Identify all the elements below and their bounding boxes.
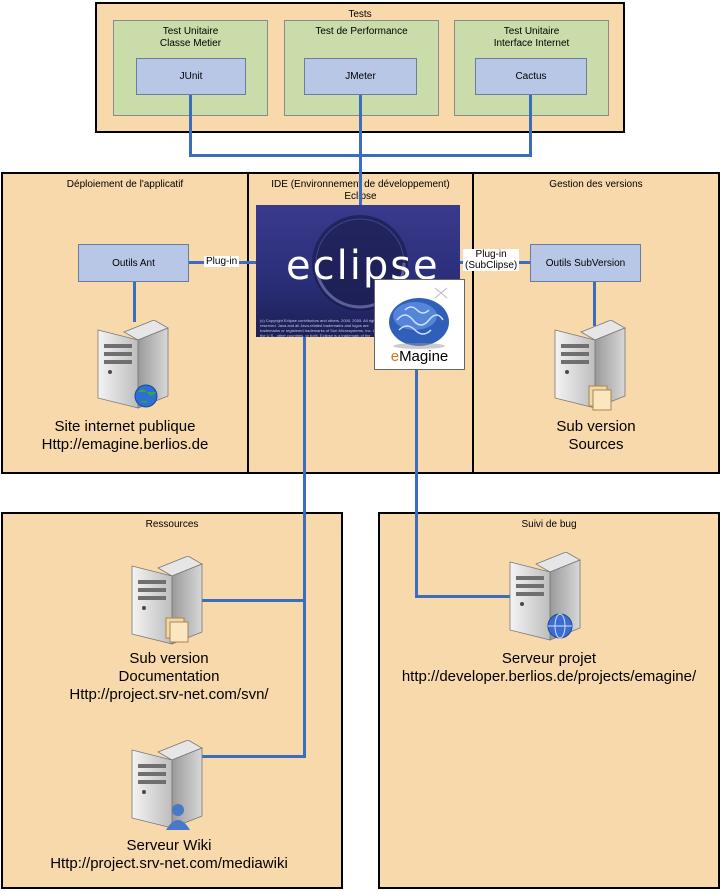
bugs-title: Suivi de bug xyxy=(521,519,577,530)
junit-box[interactable]: JUnit xyxy=(136,58,246,95)
svn-doc-label: Sub version Documentation Http://project… xyxy=(14,650,324,704)
plugin-line1: Plug-in xyxy=(475,249,507,260)
svn-doc-line1: Sub version xyxy=(129,650,209,667)
connector-junit-down xyxy=(189,95,192,156)
project-server-line2: http://developer.berlios.de/projects/ema… xyxy=(401,668,697,685)
deploiement-title: Déploiement de l'applicatif xyxy=(66,179,184,190)
svn-doc-line2: Documentation xyxy=(118,668,220,685)
outils-subversion-box[interactable]: Outils SubVersion xyxy=(530,244,641,282)
group-title-line2: Interface Internet xyxy=(493,38,570,49)
ressources-title: Ressources xyxy=(145,519,199,530)
eclipse-copyright: (c) Copyright Eclipse contributors and o… xyxy=(260,318,379,337)
project-server-label: Serveur projet http://developer.berlios.… xyxy=(380,650,718,686)
versions-panel: Gestion des versions xyxy=(472,172,720,474)
svn-source-server-icon xyxy=(554,320,626,411)
outils-ant-box[interactable]: Outils Ant xyxy=(78,244,189,282)
cactus-box[interactable]: Cactus xyxy=(475,58,587,95)
group-title-line2: Classe Metier xyxy=(159,38,222,49)
svn-source-line2: Sources xyxy=(568,436,624,453)
connector-ant-to-server xyxy=(133,282,136,322)
jmeter-box[interactable]: JMeter xyxy=(304,58,417,95)
project-server-icon xyxy=(509,552,581,641)
wiki-line1: Serveur Wiki xyxy=(126,837,212,854)
emagine-logo: eMagine xyxy=(374,279,465,370)
connector-tests-to-ide xyxy=(359,154,362,206)
svn-source-line1: Sub version xyxy=(556,418,636,435)
emagine-rest: Magine xyxy=(399,348,449,365)
svn-doc-server-icon xyxy=(131,556,203,645)
connector-svn-tool-to-server xyxy=(593,282,596,326)
connector-cactus-down xyxy=(529,95,532,156)
connector-to-wiki xyxy=(200,755,306,758)
wiki-line2: Http://project.srv-net.com/mediawiki xyxy=(50,855,288,872)
emagine-e: e xyxy=(390,348,400,365)
group-title-line1: Test Unitaire xyxy=(162,26,219,37)
svn-doc-line3: Http://project.srv-net.com/svn/ xyxy=(69,686,269,703)
connector-emagine-to-bugs xyxy=(415,370,418,597)
plugin-subclipse-label: Plug-in (SubClipse) xyxy=(463,249,520,271)
connector-to-project-server xyxy=(415,595,513,598)
wiki-label: Serveur Wiki Http://project.srv-net.com/… xyxy=(14,837,324,873)
plugin-ant-label: Plug-in xyxy=(204,256,240,267)
plugin-line2: (SubClipse) xyxy=(465,260,518,271)
site-internet-label: Site internet publique Http://emagine.be… xyxy=(14,418,236,454)
project-server-line1: Serveur projet xyxy=(501,650,597,667)
connector-ide-to-ressources xyxy=(303,337,306,757)
svn-source-label: Sub version Sources xyxy=(474,418,718,454)
group-title-line1: Test Unitaire xyxy=(503,26,560,37)
web-server-icon xyxy=(97,320,169,409)
versions-title: Gestion des versions xyxy=(549,179,643,190)
group-title-line1: Test de Performance xyxy=(315,26,408,37)
tests-title: Tests xyxy=(348,9,372,20)
connector-jmeter-down xyxy=(359,95,362,156)
site-internet-line2: Http://emagine.berlios.de xyxy=(41,436,209,453)
brain-icon xyxy=(389,287,449,349)
site-internet-line1: Site internet publique xyxy=(54,418,196,435)
connector-to-svn-doc xyxy=(200,599,306,602)
wiki-server-icon xyxy=(131,740,203,830)
